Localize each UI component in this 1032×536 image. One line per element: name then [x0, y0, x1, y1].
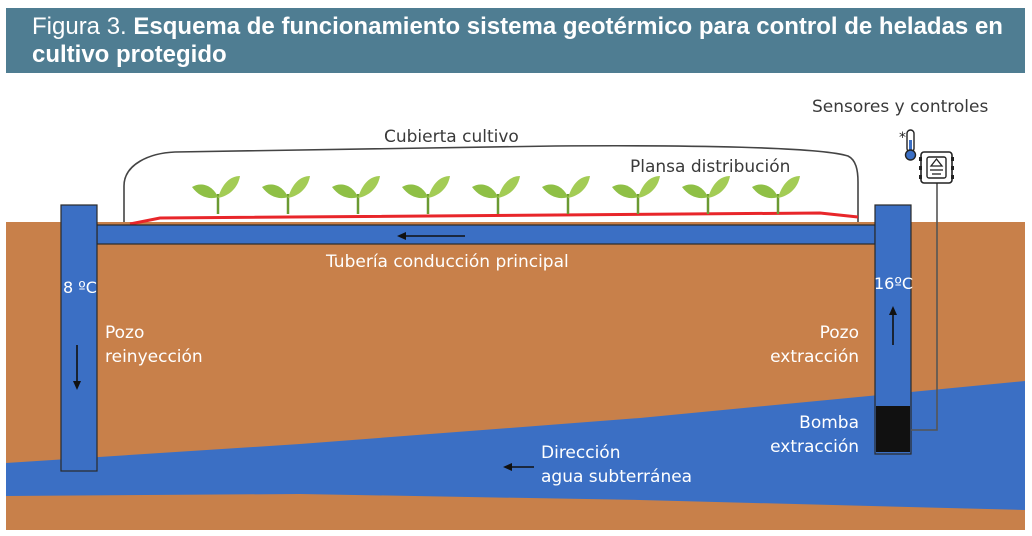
label-tuberia: Tubería conducción principal	[326, 252, 569, 272]
svg-text:*: *	[899, 130, 906, 146]
label-reinyeccion: reinyección	[105, 347, 203, 367]
label-cubierta: Cubierta cultivo	[384, 127, 519, 147]
plant-icon	[682, 176, 730, 214]
greenhouse-cover	[123, 144, 859, 222]
figure-title-bar: Figura 3. Esquema de funcionamiento sist…	[6, 8, 1025, 73]
main-pipe	[96, 224, 876, 245]
label-bomba: Bomba	[799, 413, 859, 433]
plant-icon	[262, 176, 310, 214]
distribution-line	[129, 211, 859, 226]
groundwater-layer	[6, 381, 1025, 510]
pump	[876, 406, 910, 452]
label-plansa: Plansa distribución	[630, 157, 791, 177]
label-pozo-right: Pozo	[819, 323, 859, 343]
plant-icon	[332, 176, 380, 214]
plant-icon	[472, 176, 520, 214]
label-direccion: Dirección	[541, 443, 621, 463]
figure-number: Figura 3.	[32, 13, 127, 40]
plant-icon	[612, 176, 660, 214]
label-extraccion: extracción	[770, 347, 859, 367]
label-temp-right: 16ºC	[874, 274, 914, 293]
label-bomba-extraccion: extracción	[770, 437, 859, 457]
figure-title: Esquema de funcionamiento sistema geotér…	[32, 13, 1003, 68]
label-sensores: Sensores y controles	[812, 97, 989, 117]
control-cable	[911, 182, 938, 431]
plant-icon	[542, 176, 590, 214]
thermometer-icon: *	[899, 129, 917, 161]
extraction-flow-arrow	[889, 306, 897, 345]
groundwater-flow-arrow	[503, 463, 534, 471]
plant-icon	[752, 176, 800, 214]
label-pozo-left: Pozo	[105, 323, 145, 343]
reinjection-well	[60, 204, 98, 472]
pipe-flow-arrow	[397, 232, 465, 240]
controller-icon	[919, 151, 954, 184]
plant-icon	[402, 176, 450, 214]
plant-icon	[192, 176, 240, 214]
plant-row	[192, 176, 800, 214]
label-temp-left: 8 ºC	[63, 278, 97, 297]
label-agua-subterranea: agua subterránea	[541, 467, 693, 487]
reinjection-flow-arrow	[73, 345, 81, 390]
